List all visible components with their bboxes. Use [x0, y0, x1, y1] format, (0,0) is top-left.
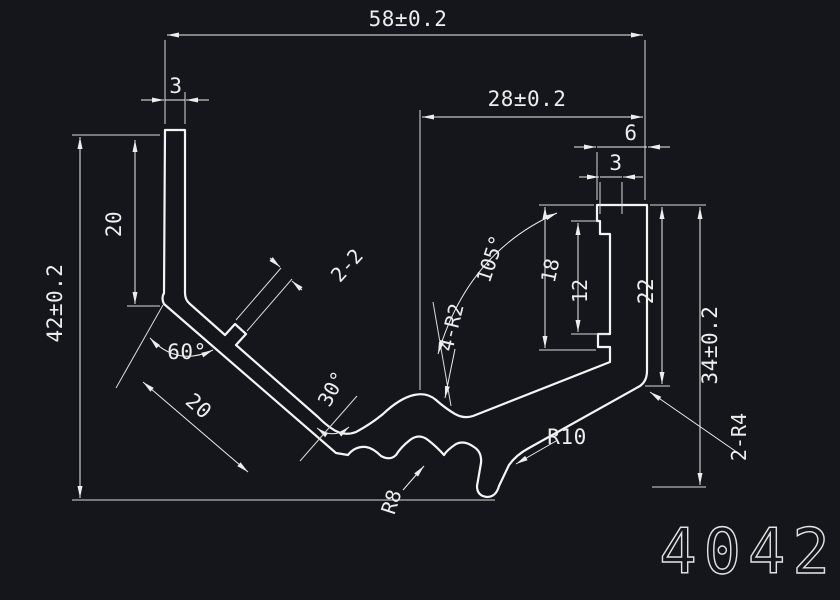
arc-30	[316, 426, 350, 438]
dim-34: 34±0.2	[698, 306, 722, 385]
dim-6: 6	[624, 121, 637, 145]
leg-60	[115, 304, 164, 389]
dim-2-r4: 2-R4	[727, 413, 751, 461]
dim-3-left: 3	[169, 74, 182, 98]
ext-step-a	[235, 267, 282, 321]
arc-60	[149, 337, 214, 358]
dim-r10: R10	[547, 425, 586, 449]
profile-outline	[161, 128, 649, 499]
dim-58: 58±0.2	[369, 7, 448, 31]
leader-2r4	[649, 391, 742, 456]
leader-4r2	[444, 348, 456, 399]
dimline-20-slope	[142, 381, 249, 473]
dim-22: 22	[634, 278, 658, 304]
dimline-step-arrow-b	[291, 280, 303, 291]
leader-r8	[402, 465, 425, 491]
ext-step-b	[246, 278, 293, 332]
dim-3-right: 3	[609, 151, 622, 175]
dim-20-wall: 20	[102, 211, 126, 237]
arc-105	[437, 212, 558, 355]
dim-42: 42±0.2	[43, 264, 67, 343]
dimension-lines	[77, 32, 742, 498]
extension-lines	[72, 40, 706, 501]
dim-12: 12	[568, 279, 592, 303]
dim-60deg: 60°	[167, 340, 206, 364]
dim-18: 18	[536, 256, 564, 285]
profile-section	[161, 128, 649, 499]
leader-r10	[515, 440, 557, 465]
part-number: 4042	[659, 515, 836, 588]
dim-28: 28±0.2	[488, 87, 567, 111]
dimline-step-arrow-a	[269, 257, 281, 268]
